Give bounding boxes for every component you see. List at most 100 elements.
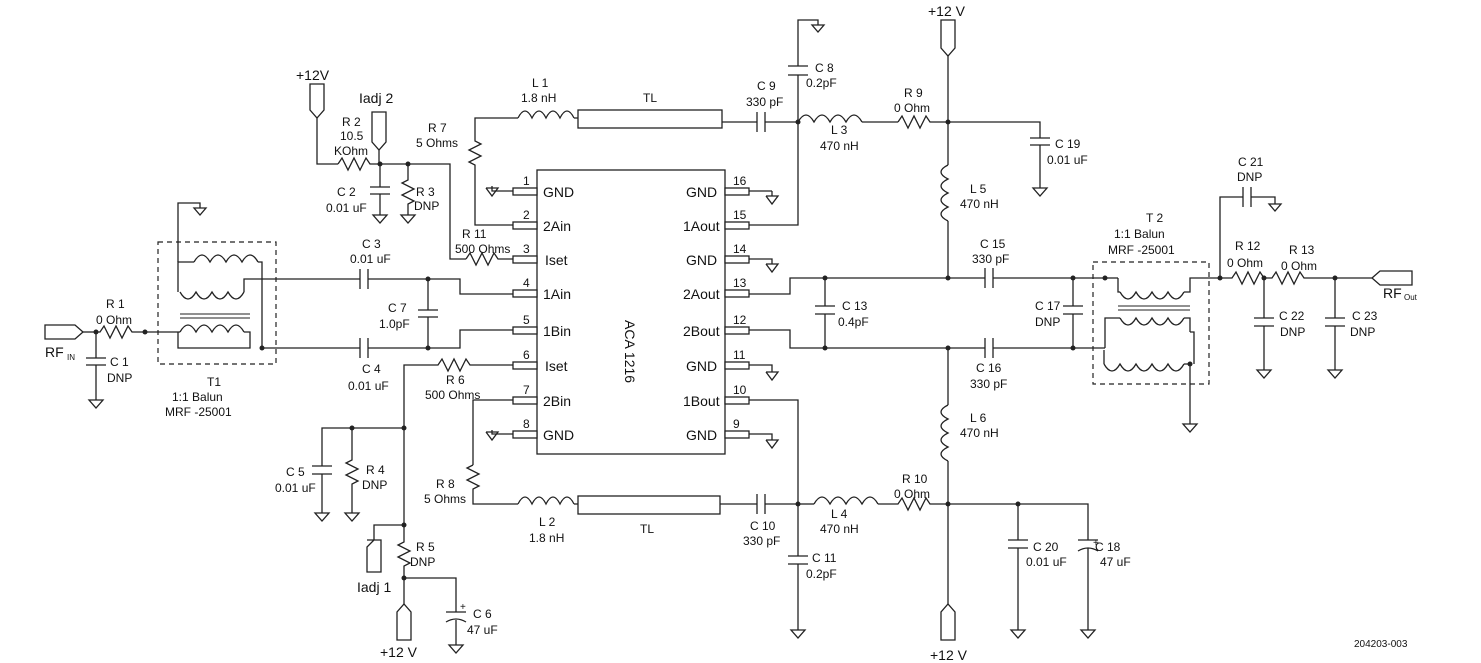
pin5-label: 1Bin xyxy=(543,323,571,339)
pin1-label: GND xyxy=(543,184,574,200)
r4-resistor xyxy=(344,428,360,513)
r4-val: DNP xyxy=(362,478,387,492)
vcc-top-port xyxy=(940,19,956,122)
pin10-number: 10 xyxy=(733,383,747,397)
vcc-left-label: +12V xyxy=(296,67,330,83)
r13-ref: R 13 xyxy=(1289,243,1315,257)
l2-ref: L 2 xyxy=(539,515,556,529)
r8-val: 5 Ohms xyxy=(424,492,466,506)
c16-val: 330 pF xyxy=(970,377,1007,391)
pin8-number: 8 xyxy=(523,417,530,431)
pin12-label: 2Bout xyxy=(683,323,720,339)
l4-inductor xyxy=(813,496,879,506)
output-network xyxy=(749,268,1105,358)
pin8-label: GND xyxy=(543,427,574,443)
c17-val: DNP xyxy=(1035,315,1060,329)
pin11-number: 11 xyxy=(733,348,746,362)
r11-ref: R 11 xyxy=(462,227,487,241)
ic-body xyxy=(536,169,726,455)
r1-resistor xyxy=(96,324,145,340)
pin6-label: Iset xyxy=(545,358,568,374)
ic-left-pins xyxy=(512,187,538,439)
pin3-label: Iset xyxy=(545,252,568,268)
r10-resistor xyxy=(878,496,948,512)
c22-ref: C 22 xyxy=(1279,309,1305,323)
l5-inductor xyxy=(940,164,950,222)
tl1-ref: TL xyxy=(643,91,657,105)
t2-line2: MRF -25001 xyxy=(1108,243,1175,257)
tl2-ref: TL xyxy=(640,522,654,536)
c18-ref: C 18 xyxy=(1095,540,1121,554)
c7-val: 1.0pF xyxy=(379,317,410,331)
l1-val: 1.8 nH xyxy=(521,91,556,105)
r6-val: 500 Ohms xyxy=(425,388,480,402)
t2-ref: T 2 xyxy=(1146,211,1163,225)
r10-ref: R 10 xyxy=(902,472,928,486)
r7-val: 5 Ohms xyxy=(416,136,458,150)
t1-line2: MRF -25001 xyxy=(165,405,232,419)
c20-ref: C 20 xyxy=(1033,540,1059,554)
top-rf-chain xyxy=(467,19,1050,226)
rf-out-sub: Out xyxy=(1404,293,1418,302)
vcc-bottom-right-port xyxy=(940,504,956,641)
input-network xyxy=(44,202,513,409)
t1-ref: T1 xyxy=(207,375,221,389)
c13-val: 0.4pF xyxy=(838,315,869,329)
rf-out-label: RF xyxy=(1383,285,1402,301)
r8-resistor xyxy=(465,464,518,505)
c9-ref: C 9 xyxy=(757,79,776,93)
c21-val: DNP xyxy=(1237,170,1262,184)
c17-ref: C 17 xyxy=(1035,299,1061,313)
t2-outline xyxy=(1092,261,1210,385)
l3-ref: L 3 xyxy=(831,123,848,137)
tl2-line xyxy=(577,495,721,515)
c18-polarity: + xyxy=(1093,538,1099,549)
c19-val: 0.01 uF xyxy=(1047,153,1088,167)
vcc-top-label: +12 V xyxy=(928,3,966,19)
l2-inductor xyxy=(517,496,575,506)
rf-out-port xyxy=(1371,270,1413,286)
bottom-rf-chain: + xyxy=(465,399,1099,639)
pin13-number: 13 xyxy=(733,276,747,290)
r2-ref: R 2 xyxy=(342,115,361,129)
r5-val: DNP xyxy=(410,555,435,569)
output-balun xyxy=(1092,187,1413,433)
r5-ref: R 5 xyxy=(416,540,435,554)
c19-ref: C 19 xyxy=(1055,137,1081,151)
pin14-label: GND xyxy=(686,252,717,268)
pin11-label: GND xyxy=(686,358,717,374)
r13-val: 0 Ohm xyxy=(1281,259,1317,273)
pin4-number: 4 xyxy=(523,276,530,290)
c7-ref: C 7 xyxy=(388,301,407,315)
pin15-number: 15 xyxy=(733,208,747,222)
pin16-label: GND xyxy=(686,184,717,200)
r6-resistor xyxy=(403,357,513,428)
pin16-number: 16 xyxy=(733,174,747,188)
r8-ref: R 8 xyxy=(436,477,455,491)
l5-val: 470 nH xyxy=(960,197,999,211)
bias-network-top xyxy=(309,83,513,267)
pin3-number: 3 xyxy=(523,242,530,256)
c9-val: 330 pF xyxy=(746,95,783,109)
labels: RF IN RF Out +12V +12 V +12 V +12 V Iadj… xyxy=(45,3,1418,663)
c15-val: 330 pF xyxy=(972,252,1009,266)
rf-in-sub: IN xyxy=(67,353,75,362)
ic-aca1216: ACA 1216 1 GND 2 2Ain 3 Ise xyxy=(512,169,750,455)
vcc-bl-label: +12 V xyxy=(380,644,418,660)
r12-val: 0 Ohm xyxy=(1227,256,1263,270)
pin9-number: 9 xyxy=(733,417,740,431)
r9-ref: R 9 xyxy=(904,86,923,100)
l4-ref: L 4 xyxy=(831,507,848,521)
c1-ref: C 1 xyxy=(110,355,129,369)
rf-in-label: RF xyxy=(45,344,64,360)
l2-val: 1.8 nH xyxy=(529,531,564,545)
l1-inductor xyxy=(517,110,575,120)
c23-ref: C 23 xyxy=(1352,309,1378,323)
pin1-number: 1 xyxy=(523,174,530,188)
c11-val: 0.2pF xyxy=(806,567,837,581)
drawing-number: 204203-003 xyxy=(1354,639,1408,650)
c22-val: DNP xyxy=(1280,325,1305,339)
pin7-number: 7 xyxy=(523,383,530,397)
c10-val: 330 pF xyxy=(743,534,780,548)
pin2-number: 2 xyxy=(523,208,530,222)
